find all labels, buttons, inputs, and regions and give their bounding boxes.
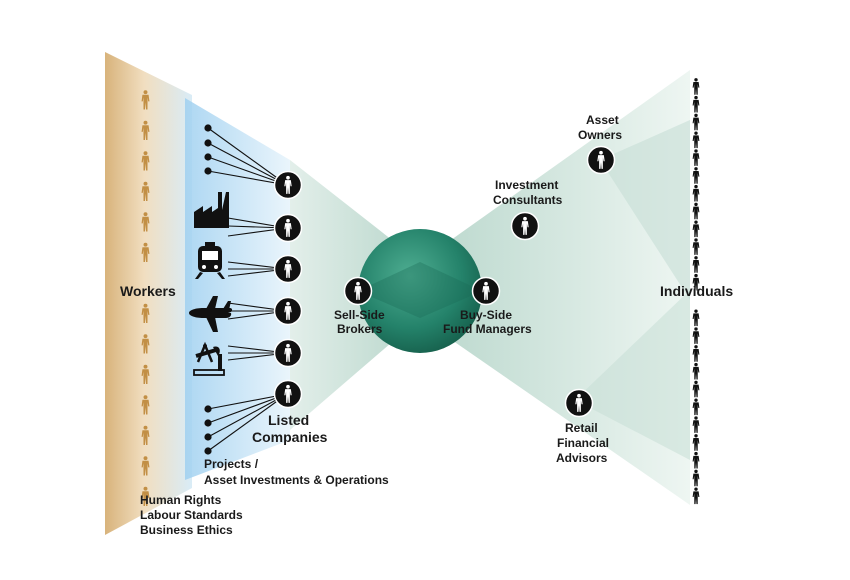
individual-person-icon	[692, 256, 700, 273]
sell-side-broker-node	[343, 276, 373, 306]
industry-band	[185, 98, 290, 480]
company-node	[273, 254, 303, 284]
individual-person-icon	[692, 167, 700, 184]
individual-person-icon	[692, 380, 700, 398]
project-links-top	[207, 127, 288, 452]
market-sphere	[358, 229, 482, 353]
individual-person-icon	[692, 434, 700, 451]
projects-label-1: Projects /	[204, 457, 259, 471]
individual-person-icon	[692, 95, 700, 113]
factory-icon	[194, 192, 229, 228]
company-node	[273, 296, 303, 326]
individual-person-icon	[692, 469, 700, 487]
retail-label-2: Financial	[557, 436, 609, 450]
individual-person-icon	[692, 202, 700, 220]
individual-person-icon	[692, 362, 700, 380]
investment-consultant-node	[510, 211, 540, 241]
retail-label-1: Retail	[565, 421, 598, 435]
projects-label-2: Asset Investments & Operations	[204, 473, 389, 487]
individual-person-icon	[692, 309, 700, 327]
asset-owner-node	[586, 145, 616, 175]
individual-person-icon	[692, 451, 700, 469]
project-dots	[204, 124, 212, 455]
workers-band	[105, 52, 192, 535]
individual-person-icon	[692, 184, 700, 202]
buy-side-label-1: Buy-Side	[460, 308, 512, 322]
asset-owners-label-2: Owners	[578, 128, 622, 142]
individual-person-icon	[692, 149, 700, 166]
retail-label-3: Advisors	[556, 451, 608, 465]
train-icon	[195, 242, 225, 279]
individual-person-icon	[692, 487, 700, 505]
individual-person-icon	[692, 131, 700, 149]
oil-pump-icon	[193, 341, 225, 376]
retail-fan	[575, 290, 690, 460]
retail-financial-advisor-node	[564, 388, 594, 418]
company-node	[273, 379, 303, 409]
listed-company-nodes	[273, 170, 303, 409]
ethics-label-2: Labour Standards	[140, 508, 243, 522]
asset-owners-label-1: Asset	[586, 113, 619, 127]
sell-side-label-1: Sell-Side	[334, 308, 385, 322]
individual-person-icon	[692, 78, 700, 95]
owners-fan	[600, 120, 690, 300]
airplane-icon	[189, 296, 233, 332]
company-node	[273, 338, 303, 368]
buy-side-label-2: Fund Managers	[443, 322, 532, 336]
ethics-label-3: Business Ethics	[140, 523, 233, 537]
individual-person-icon	[692, 238, 700, 255]
individuals-label: Individuals	[660, 283, 733, 299]
individual-person-icon	[692, 220, 700, 238]
listed-label-1: Listed	[268, 412, 309, 428]
consultants-label-2: Consultants	[493, 193, 563, 207]
sell-side-label-2: Brokers	[337, 322, 383, 336]
individual-person-icon	[692, 113, 700, 131]
listed-label-2: Companies	[252, 429, 328, 445]
individual-person-icon	[692, 327, 700, 344]
company-node	[273, 170, 303, 200]
ethics-label-1: Human Rights	[140, 493, 222, 507]
buy-side-fund-manager-node	[471, 276, 501, 306]
individual-person-icon	[692, 416, 700, 433]
individual-person-icon	[692, 398, 700, 416]
consultants-label-1: Investment	[495, 178, 558, 192]
workers-label: Workers	[120, 283, 176, 299]
individual-person-icon	[692, 345, 700, 362]
company-node	[273, 213, 303, 243]
